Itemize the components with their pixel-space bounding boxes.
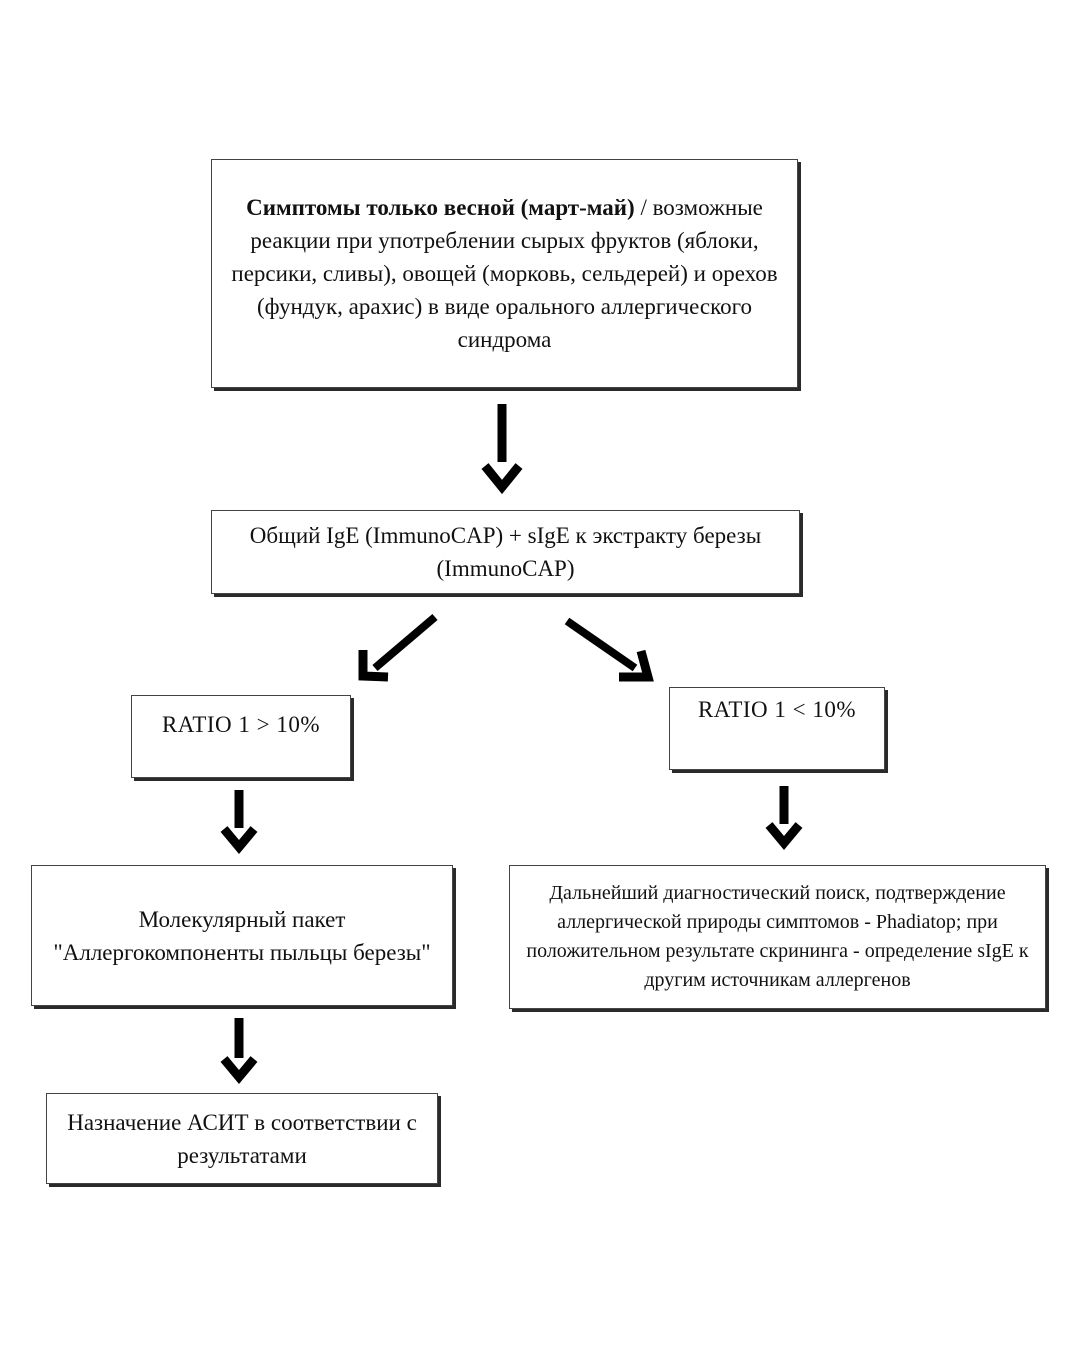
further-diagnostics-box: Дальнейший диагностический поиск, подтве… bbox=[509, 865, 1046, 1009]
asit-text: Назначение АСИТ в соответствии с результ… bbox=[67, 1109, 417, 1168]
symptoms-box: Симптомы только весной (март-май) / возм… bbox=[211, 159, 798, 388]
molecular-panel-text: Молекулярный пакет "Аллергокомпоненты пы… bbox=[53, 906, 431, 965]
arrow-down-1 bbox=[481, 404, 523, 495]
symptoms-rest-text: / возможные реакции при употреблении сыр… bbox=[231, 195, 778, 352]
ige-tests-box: Общий IgE (ImmunoCAP) + sIgE к экстракту… bbox=[211, 510, 800, 594]
ratio-high-text: RATIO 1 > 10% bbox=[161, 712, 321, 737]
ratio-high-box: RATIO 1 > 10% bbox=[131, 695, 351, 778]
ratio-low-text: RATIO 1 < 10% bbox=[697, 697, 857, 722]
arrow-down-4 bbox=[220, 1018, 258, 1085]
further-diagnostics-text: Дальнейший диагностический поиск, подтве… bbox=[526, 882, 1029, 991]
asit-box: Назначение АСИТ в соответствии с результ… bbox=[46, 1093, 438, 1184]
arrow-diagonal-right bbox=[564, 617, 654, 682]
symptoms-text: Симптомы только весной (март-май) / возм… bbox=[212, 191, 797, 356]
ratio-low-box: RATIO 1 < 10% bbox=[669, 687, 885, 770]
arrow-diagonal-left bbox=[358, 613, 438, 682]
arrow-down-2 bbox=[220, 790, 258, 855]
arrow-down-3 bbox=[765, 786, 803, 851]
molecular-panel-box: Молекулярный пакет "Аллергокомпоненты пы… bbox=[31, 865, 453, 1006]
symptoms-bold-text: Симптомы только весной (март-май) bbox=[246, 195, 635, 220]
ige-tests-text: Общий IgE (ImmunoCAP) + sIgE к экстракту… bbox=[249, 523, 762, 581]
